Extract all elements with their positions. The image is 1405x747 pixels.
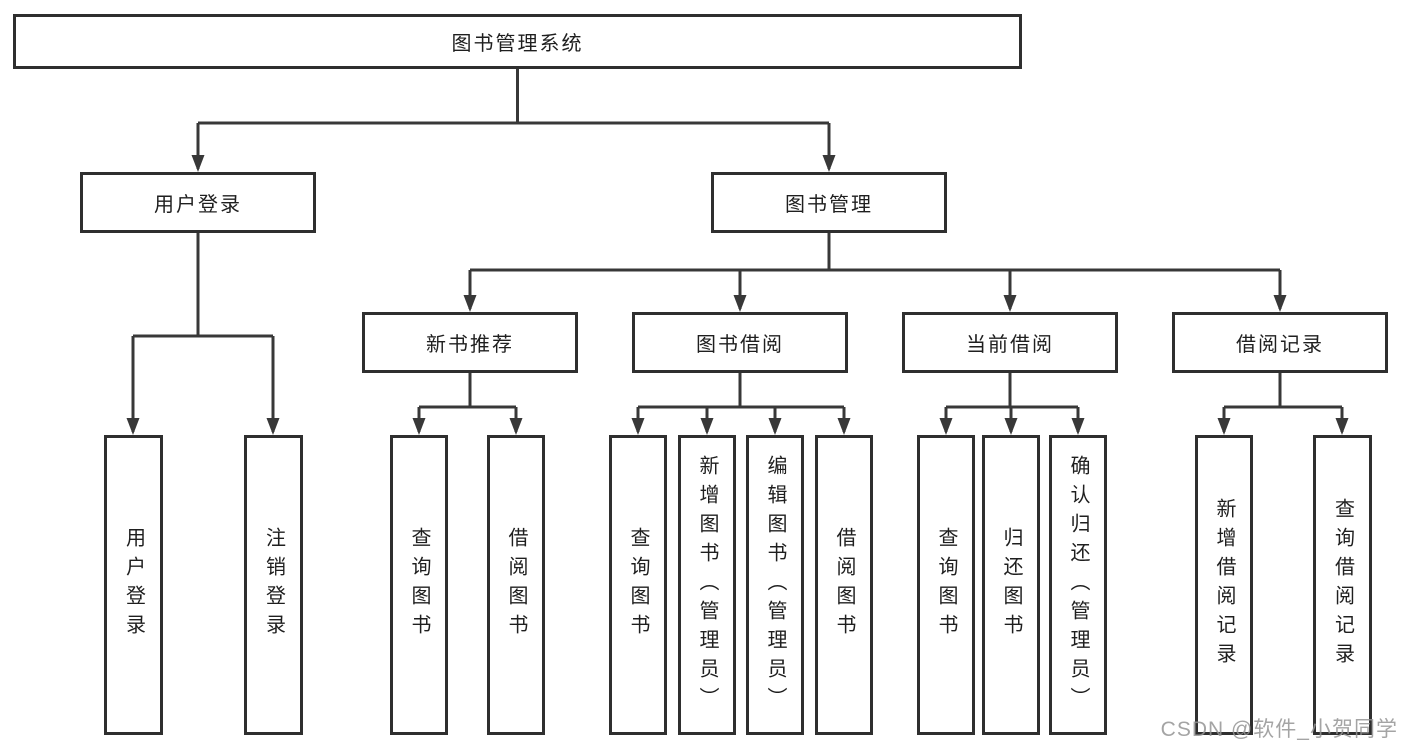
edge-root-to-level2 [196,69,831,169]
leaf-records-add-record-label: 新增借阅记录 [1213,498,1235,672]
edge-book-management-children [468,233,1282,309]
node-book-borrow: 图书借阅 [632,312,848,373]
leaf-current-query-books: 查询图书 [917,435,975,735]
leaf-borrow-add-books-admin-label: 新增图书（管理员） [696,454,718,716]
node-current-borrow-label: 当前借阅 [966,334,1054,356]
leaf-current-query-books-label: 查询图书 [935,527,957,643]
node-system-root: 图书管理系统 [13,14,1022,69]
node-user-login: 用户登录 [80,172,316,233]
node-book-borrow-label: 图书借阅 [696,334,784,356]
leaf-recommend-borrow-books-label: 借阅图书 [505,527,527,643]
leaf-recommend-query-books: 查询图书 [390,435,448,735]
leaf-borrow-borrow-books: 借阅图书 [815,435,873,735]
leaf-user-login: 用户登录 [104,435,163,735]
edge-borrow-children [636,373,846,432]
node-current-borrow: 当前借阅 [902,312,1118,373]
leaf-records-query-record-label: 查询借阅记录 [1331,498,1354,672]
leaf-borrow-add-books-admin: 新增图书（管理员） [678,435,736,735]
leaf-logout: 注销登录 [244,435,303,735]
edge-records-children [1222,373,1344,432]
csdn-watermark: CSDN @软件_小贺同学 [1160,718,1398,741]
leaf-current-confirm-return-admin-label: 确认归还（管理员） [1067,454,1089,716]
leaf-current-return-books-label: 归还图书 [1000,527,1022,643]
leaf-current-return-books: 归还图书 [982,435,1040,735]
node-borrow-records: 借阅记录 [1172,312,1388,373]
leaf-records-add-record: 新增借阅记录 [1195,435,1253,735]
leaf-recommend-borrow-books: 借阅图书 [487,435,545,735]
leaf-user-login-label: 用户登录 [122,527,145,643]
edge-user-login-children [131,233,275,432]
leaf-borrow-query-books: 查询图书 [609,435,667,735]
node-new-book-recommend: 新书推荐 [362,312,578,373]
leaf-borrow-edit-books-admin: 编辑图书（管理员） [746,435,804,735]
node-book-management-label: 图书管理 [785,194,873,216]
leaf-borrow-borrow-books-label: 借阅图书 [833,527,855,643]
leaf-current-confirm-return-admin: 确认归还（管理员） [1049,435,1107,735]
leaf-records-query-record: 查询借阅记录 [1313,435,1372,735]
node-user-login-label: 用户登录 [154,194,242,216]
leaf-borrow-edit-books-admin-label: 编辑图书（管理员） [764,454,786,716]
edge-recommend-children [417,373,518,432]
leaf-recommend-query-books-label: 查询图书 [408,527,430,643]
node-system-root-label: 图书管理系统 [451,33,584,55]
node-borrow-records-label: 借阅记录 [1236,334,1324,356]
leaf-logout-label: 注销登录 [262,527,285,643]
node-book-management: 图书管理 [711,172,947,233]
edge-current-children [944,373,1080,432]
leaf-borrow-query-books-label: 查询图书 [627,527,649,643]
node-new-book-recommend-label: 新书推荐 [426,334,514,356]
